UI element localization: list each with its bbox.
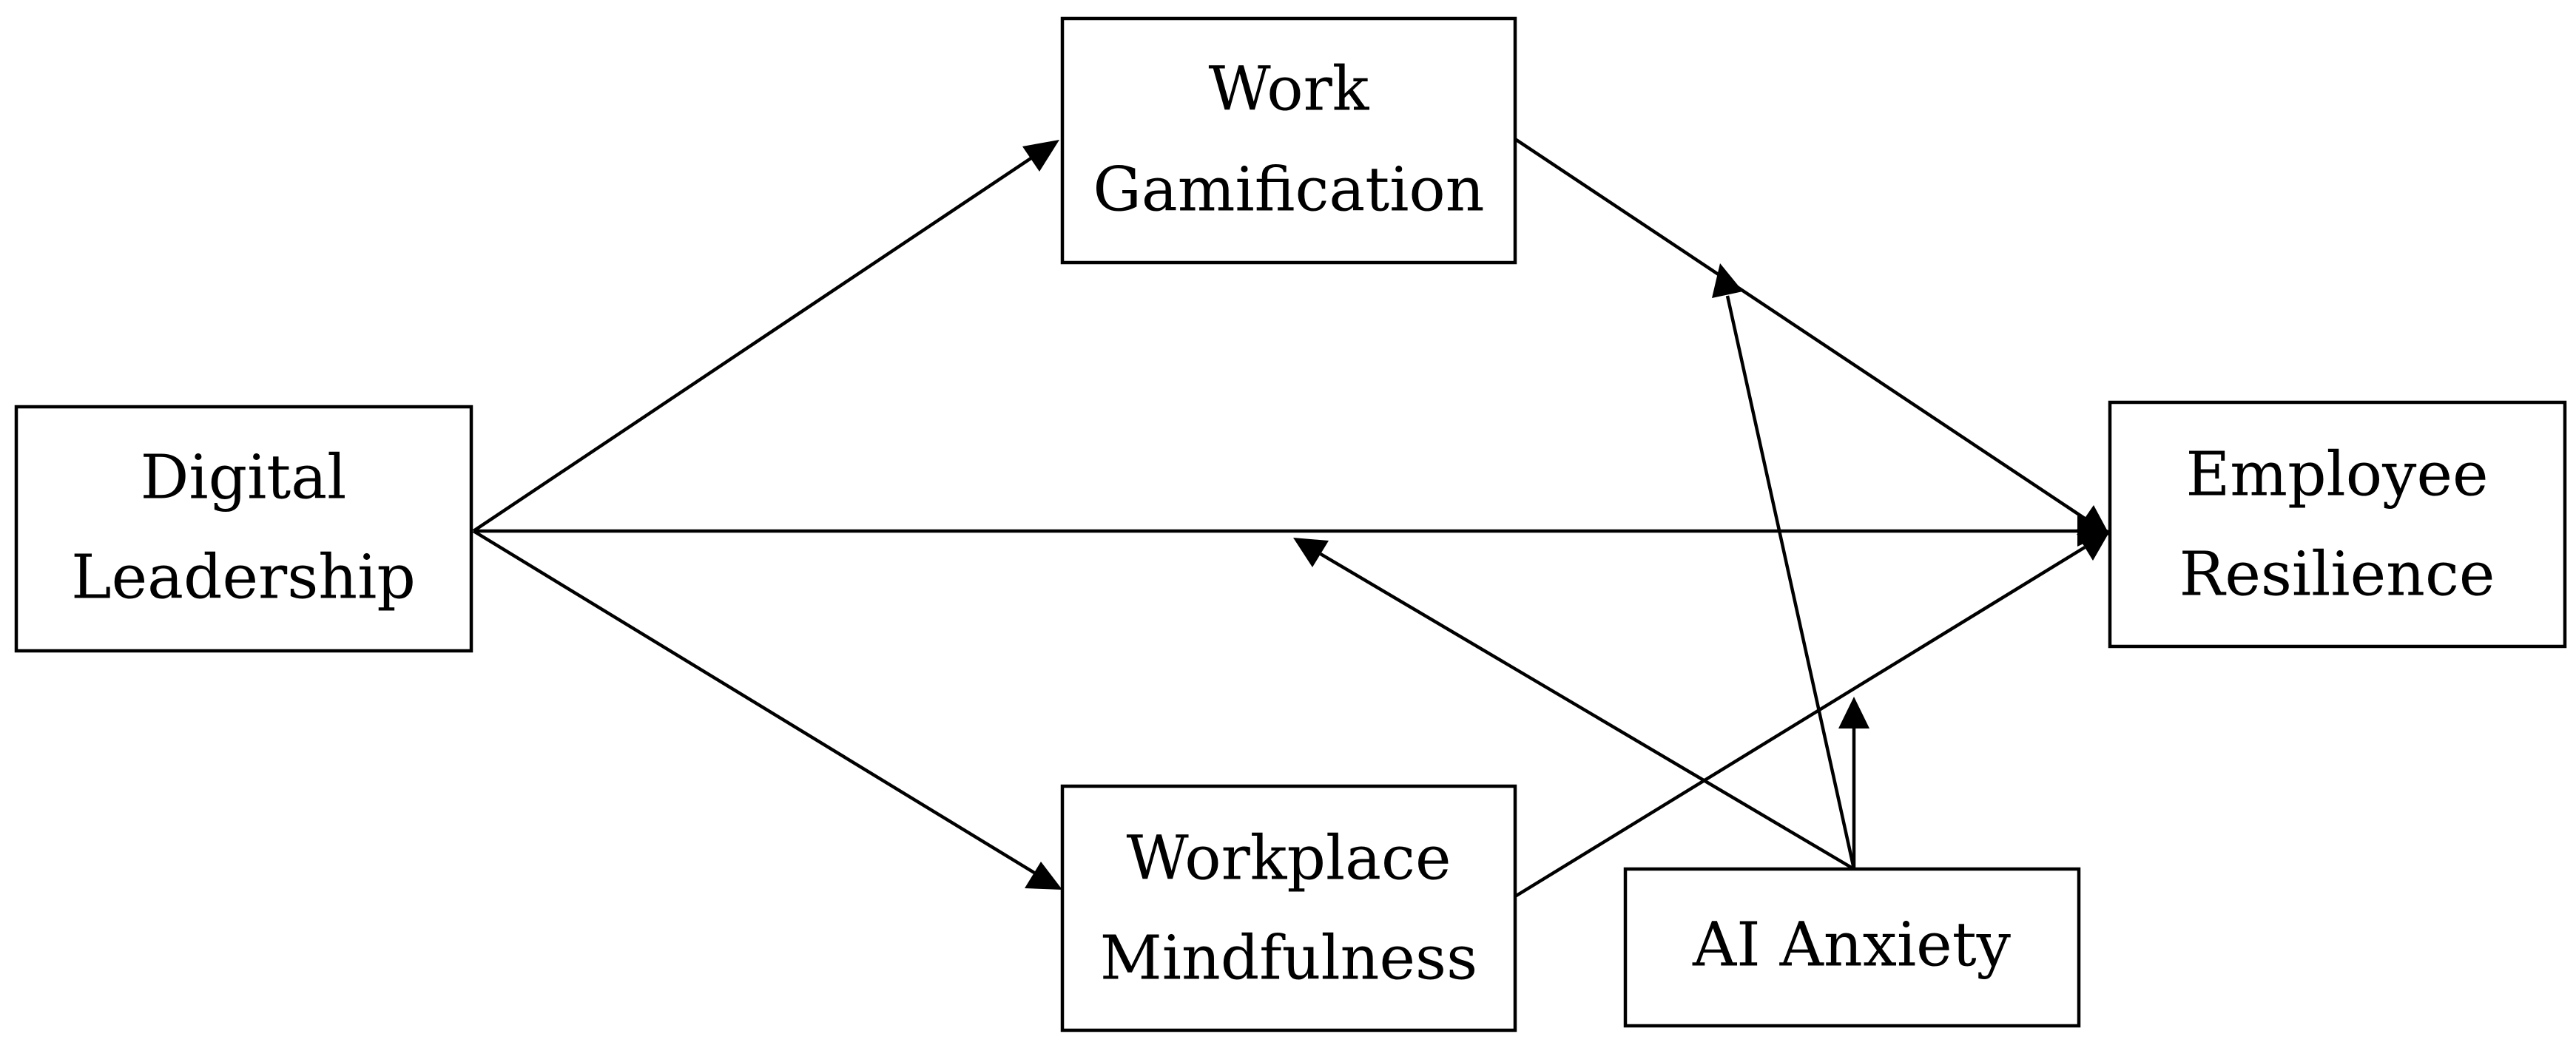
node-digital-leadership: Digital Leadership [14, 405, 473, 653]
edge-gamification-to-resilience [1514, 138, 2086, 520]
node-workplace-mindfulness-label-line2: Mindfulness [1100, 924, 1477, 994]
edge-anxiety-moderates-gamification-path [1725, 295, 1856, 870]
node-employee-resilience-box [2108, 400, 2567, 649]
node-work-gamification: Work Gamification [1060, 16, 1517, 265]
node-digital-leadership-label-line1: Digital [141, 443, 347, 513]
node-work-gamification-label-line1: Work [1209, 55, 1370, 125]
edge-mindfulness-to-resilience [1514, 546, 2086, 898]
node-employee-resilience-label-line1: Employee [2185, 440, 2488, 510]
node-workplace-mindfulness: Workplace Mindfulness [1060, 784, 1517, 1032]
node-ai-anxiety: AI Anxiety [1623, 867, 2081, 1028]
arrowhead-mindfulness-to-resilience [2077, 531, 2110, 561]
arrowhead-leadership-to-mindfulness [1025, 862, 1062, 890]
arrowhead-leadership-to-gamification [1022, 140, 1059, 172]
arrowhead-anxiety-moderates-direct-path [1293, 538, 1329, 567]
node-ai-anxiety-label: AI Anxiety [1692, 910, 2012, 981]
node-work-gamification-box [1060, 16, 1517, 265]
edge-anxiety-moderates-direct-path [1319, 552, 1855, 870]
arrowhead-anxiety-moderates-mindfulness-path [1838, 697, 1869, 728]
node-ai-anxiety-box [1623, 867, 2081, 1028]
edge-leadership-to-gamification [472, 156, 1034, 533]
node-digital-leadership-box [14, 405, 473, 653]
edge-leadership-to-mindfulness [472, 530, 1036, 874]
arrowhead-anxiety-moderates-gamification-path [1712, 263, 1743, 298]
node-employee-resilience-label-line2: Resilience [2179, 540, 2495, 610]
edges [472, 138, 2110, 898]
node-digital-leadership-label-line2: Leadership [71, 543, 416, 613]
node-employee-resilience: Employee Resilience [2108, 400, 2567, 649]
arrowhead-gamification-to-resilience [2076, 505, 2110, 535]
node-workplace-mindfulness-label-line1: Workplace [1126, 824, 1451, 894]
node-work-gamification-label-line2: Gamification [1093, 155, 1484, 226]
node-workplace-mindfulness-box [1060, 784, 1517, 1032]
